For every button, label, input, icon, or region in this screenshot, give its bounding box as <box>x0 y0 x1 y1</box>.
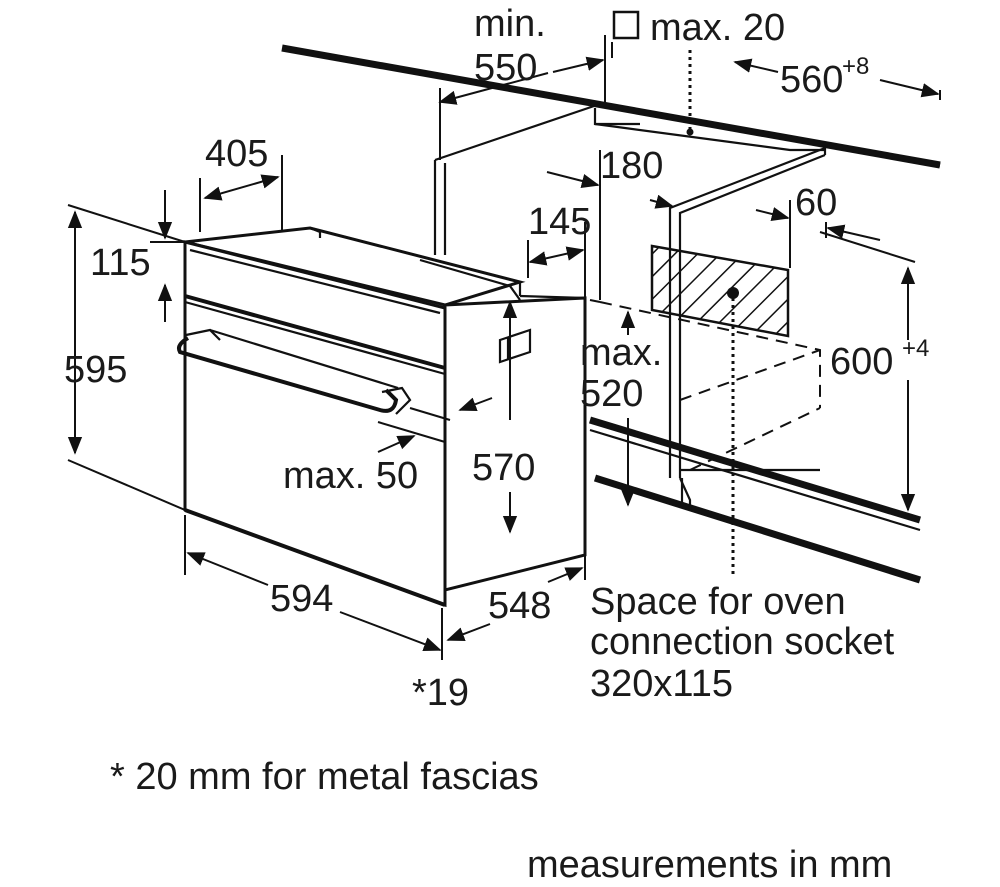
dimension-labels: min. 550 max. 20 560 +8 405 180 60 145 1… <box>64 3 929 886</box>
label-600-tolerance: +4 <box>902 335 929 362</box>
footnote: * 20 mm for metal fascias <box>110 756 539 798</box>
label-socket-line2: connection socket <box>590 621 895 663</box>
label-max50: max. 50 <box>283 455 418 497</box>
label-570: 570 <box>472 447 535 489</box>
label-548: 548 <box>488 585 551 627</box>
label-560: 560 <box>780 59 843 101</box>
oven-body <box>177 226 587 608</box>
label-594: 594 <box>270 578 333 620</box>
label-19: *19 <box>412 672 469 714</box>
label-60: 60 <box>795 182 837 224</box>
label-max-word: max. <box>580 332 662 374</box>
label-560-tolerance: +8 <box>842 53 869 80</box>
label-595: 595 <box>64 349 127 391</box>
square-symbol <box>612 10 640 40</box>
label-min: min. <box>474 3 546 45</box>
label-600: 600 <box>830 341 893 383</box>
label-405: 405 <box>205 133 268 175</box>
label-550: 550 <box>474 47 537 89</box>
cabinet-niche <box>281 44 941 584</box>
units-note: measurements in mm <box>527 844 892 886</box>
dimension-lines <box>67 35 941 660</box>
label-max20: max. 20 <box>650 7 785 49</box>
label-180: 180 <box>600 145 663 187</box>
label-520: 520 <box>580 373 643 415</box>
label-socket-line3: 320x115 <box>590 663 733 705</box>
label-145: 145 <box>528 201 591 243</box>
label-115: 115 <box>90 242 151 284</box>
label-socket-line1: Space for oven <box>590 581 846 623</box>
